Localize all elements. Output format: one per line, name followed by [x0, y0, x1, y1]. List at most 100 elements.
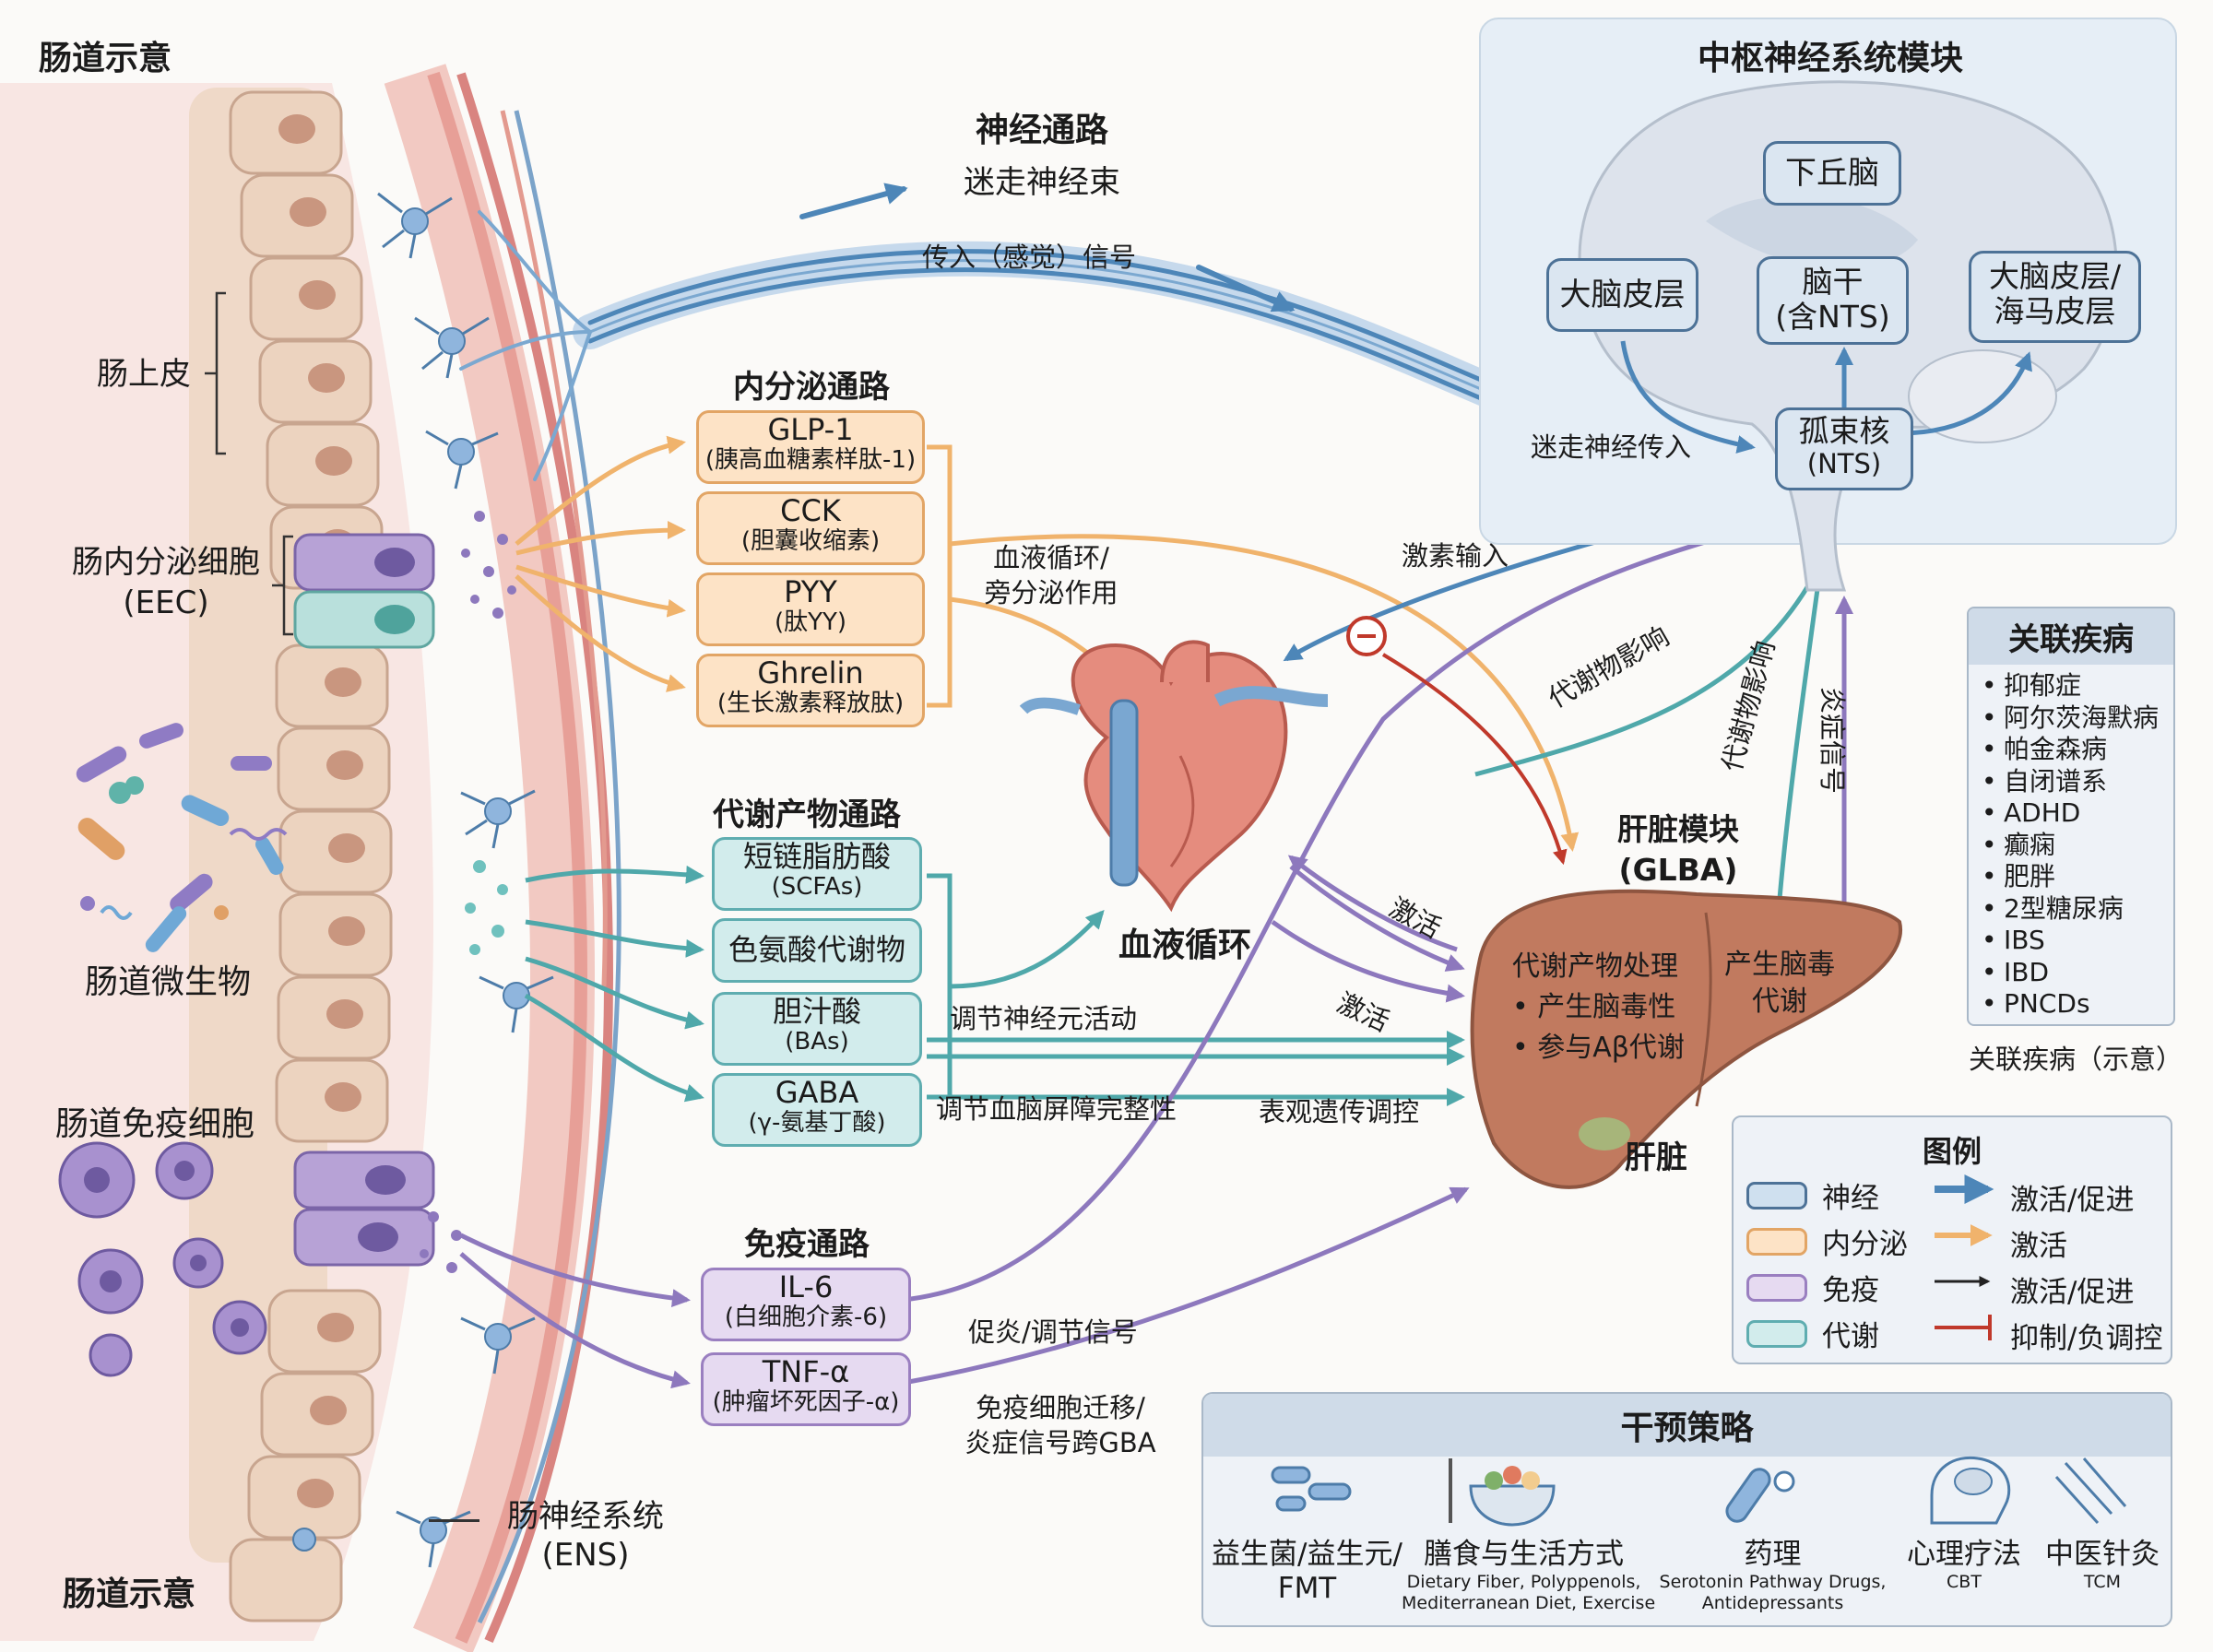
bbb-integrity-label: 调节血脑屏障完整性 — [936, 1093, 1178, 1125]
disease-item: 阿尔茨海默病 — [1969, 702, 2173, 735]
gut-title-bottom: 肠道示意 — [63, 1575, 196, 1613]
liver-module-title: 肝脏模块(GLBA) — [1617, 811, 1739, 888]
ens-label: 肠神经系统(ENS) — [507, 1498, 664, 1574]
disease-list: 抑郁症 阿尔茨海默病 帕金森病 自闭谱系 ADHD 癫痫 肥胖 2型糖尿病 IB… — [1969, 670, 2173, 1021]
disease-item: 帕金森病 — [1969, 734, 2173, 766]
cortex-box: 大脑皮层 — [1546, 258, 1698, 332]
legend-title: 图例 — [1922, 1134, 1982, 1169]
disease-item: 肥胖 — [1969, 861, 2173, 893]
immune-pathway-title: 免疫通路 — [744, 1226, 870, 1263]
endocrine-arrows — [515, 435, 1580, 852]
disease-item: IBS — [1969, 925, 2173, 957]
diet-bowl-icon — [1449, 1458, 1556, 1527]
vagus-bundle-label: 迷走神经束 — [964, 164, 1120, 201]
circulation-paracrine-label: 血液循环/旁分泌作用 — [984, 542, 1118, 608]
legend-swatch — [1746, 1319, 1807, 1348]
legend-panel: 图例 神经 内分泌 免疫 代谢 激活/促进 激活 激活/促进 抑制/负调控 — [1732, 1115, 2172, 1364]
ens-pointer — [429, 1519, 479, 1522]
microbiota-illustration — [76, 723, 288, 952]
legend-arrow-label: 激活 — [2010, 1230, 2067, 1263]
legend-swatch — [1746, 1273, 1807, 1302]
liver-label: 肝脏 — [1625, 1139, 1687, 1176]
cortex-hippocampus-box: 大脑皮层/海马皮层 — [1969, 251, 2141, 343]
legend-swatch-label: 代谢 — [1822, 1320, 1879, 1353]
intervention-title: 干预策略 — [1203, 1394, 2171, 1457]
cns-arrows — [1620, 340, 2032, 454]
legend-swatch — [1746, 1181, 1807, 1210]
legend-swatch — [1746, 1227, 1807, 1256]
glp1-box: GLP-1(胰高血糖素样肽-1) — [696, 410, 925, 484]
ghrelin-box: Ghrelin(生长激素释放肽) — [696, 654, 925, 727]
vagal-input-label: 迷走神经传入 — [1531, 431, 1692, 463]
heart-illustration — [1019, 640, 1329, 913]
immune-migration-label: 免疫细胞迁移/炎症信号跨GBA — [964, 1392, 1156, 1458]
proinflammatory-label: 促炎/调节信号 — [968, 1316, 1138, 1348]
immune-arrows — [459, 495, 1853, 1389]
legend-row-endocrine: 内分泌 — [1746, 1221, 1908, 1262]
legend-row-metabolite: 代谢 — [1746, 1313, 1879, 1354]
epithelial-cells — [189, 88, 435, 1622]
legend-swatch-label: 内分泌 — [1822, 1228, 1908, 1261]
legend-arrow-label: 抑制/负调控 — [2010, 1322, 2163, 1355]
disease-caption: 关联疾病（示意） — [1969, 1044, 2183, 1075]
epithelium-label: 肠上皮 — [97, 356, 191, 393]
cns-module-title: 中枢神经系统模块 — [1697, 40, 1963, 77]
microbiota-label: 肠道微生物 — [85, 963, 252, 1001]
legend-arrows — [1935, 1174, 1994, 1340]
eec-label: 肠内分泌细胞(EEC) — [72, 544, 260, 621]
liver-processing-text: 代谢产物处理 • 产生脑毒性 • 参与Aβ代谢 — [1512, 950, 1685, 1064]
legend-arrow-label: 激活/促进 — [2010, 1276, 2135, 1309]
gut-title-top: 肠道示意 — [39, 40, 172, 77]
acupuncture-needle-icon — [2054, 1457, 2127, 1525]
il6-box: IL-6(白细胞介素-6) — [701, 1268, 911, 1341]
disease-item: 抑郁症 — [1969, 670, 2173, 702]
blood-circulation-label: 血液循环 — [1118, 926, 1251, 964]
intervention-probiotics: 益生菌/益生元/FMT — [1212, 1538, 1402, 1605]
disease-panel: 关联疾病 抑郁症 阿尔茨海默病 帕金森病 自闭谱系 ADHD 癫痫 肥胖 2型糖… — [1967, 607, 2175, 1026]
intervention-icons — [1271, 1456, 2127, 1527]
metabolite-pathway-title: 代谢产物通路 — [713, 796, 901, 833]
inhibit-arrow — [1346, 616, 1568, 866]
hormone-input-label: 激素输入 — [1402, 540, 1509, 572]
legend-arrow-label: 激活/促进 — [2010, 1184, 2135, 1217]
disease-item: 自闭谱系 — [1969, 766, 2173, 798]
immune-cell-illustration — [58, 1141, 267, 1377]
bile-acid-box: 胆汁酸(BAs) — [712, 992, 922, 1066]
neuron-activity-label: 调节神经元活动 — [950, 1003, 1138, 1034]
brain-head-icon — [1930, 1456, 2011, 1525]
probiotic-icon — [1271, 1466, 1352, 1512]
disease-item: PNCDs — [1969, 988, 2173, 1021]
legend-swatch-label: 神经 — [1822, 1182, 1879, 1215]
afferent-signal-label: 传入（感觉）信号 — [922, 242, 1137, 273]
cck-box: CCK(胆囊收缩素) — [696, 491, 925, 565]
tnf-alpha-box: TNF-α(肿瘤坏死因子-α) — [701, 1352, 911, 1426]
endocrine-pathway-title: 内分泌通路 — [733, 369, 890, 406]
inflammation-signal-label: 炎症信号 — [1817, 687, 1848, 795]
disease-item: 癫痫 — [1969, 830, 2173, 862]
scfa-box: 短链脂肪酸(SCFAs) — [712, 837, 922, 911]
immune-cells-label: 肠道免疫细胞 — [55, 1105, 255, 1143]
hypothalamus-box: 下丘脑 — [1763, 141, 1901, 206]
brainstem-box: 脑干(含NTS) — [1757, 256, 1909, 345]
nts-box: 孤束核(NTS) — [1775, 407, 1913, 490]
tryptophan-box: 色氨酸代谢物 — [712, 918, 922, 983]
pill-icon — [1725, 1468, 1795, 1523]
disease-panel-title: 关联疾病 — [1969, 608, 2173, 665]
liver-illustration — [1470, 889, 1903, 1189]
disease-item: IBD — [1969, 957, 2173, 989]
epigenetic-label: 表观遗传调控 — [1259, 1096, 1420, 1127]
disease-item: 2型糖尿病 — [1969, 893, 2173, 926]
neural-pathway-title: 神经通路 — [975, 112, 1108, 149]
legend-row-neural: 神经 — [1746, 1174, 1879, 1216]
liver-neurotoxic-metabolism-text: 产生脑毒代谢 — [1724, 949, 1835, 1018]
gut-illustration — [0, 64, 621, 1652]
legend-row-immune: 免疫 — [1746, 1267, 1879, 1308]
disease-item: ADHD — [1969, 797, 2173, 830]
legend-swatch-label: 免疫 — [1822, 1274, 1879, 1307]
